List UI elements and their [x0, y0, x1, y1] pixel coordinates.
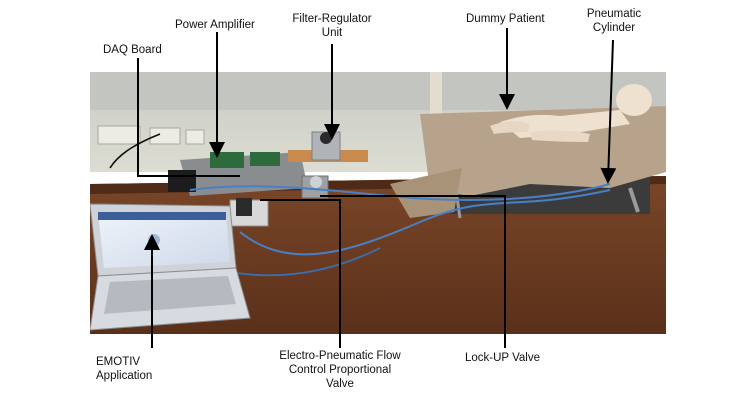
label-power-amplifier-text: Power Amplifier: [175, 19, 255, 31]
laptop-keyboard: [104, 276, 236, 314]
label-dummy-patient: Dummy Patient: [466, 12, 545, 26]
label-emotiv-line2: Application: [96, 370, 153, 382]
label-filter-regulator: Filter-Regulator Unit: [284, 12, 380, 40]
label-dummy-patient-text: Dummy Patient: [466, 13, 545, 25]
app-titlebar: [98, 212, 226, 220]
label-emotiv-line1: EMOTIV: [96, 356, 141, 368]
gauge: [310, 176, 322, 188]
bed-leg-2: [454, 189, 462, 219]
wall-socket: [97, 125, 141, 145]
label-emotiv: EMOTIV Application: [96, 355, 152, 383]
laptop-screen: [98, 212, 230, 268]
photo: [90, 72, 666, 334]
arrow-lock-up-valve: [320, 195, 506, 348]
label-filter-regulator-line1: Filter-Regulator: [292, 13, 372, 25]
arrow-ep-valve: [260, 199, 341, 348]
label-power-amplifier: Power Amplifier: [175, 18, 255, 32]
arrow-daq-board: [137, 58, 240, 177]
wall-switch: [149, 127, 181, 145]
valve-body: [236, 198, 252, 216]
cable-3: [229, 247, 381, 277]
cable-2: [239, 189, 611, 256]
label-lock-up-valve: Lock-UP Valve: [465, 351, 540, 365]
label-daq-board-text: DAQ Board: [103, 44, 162, 56]
label-pneumatic-cylinder: Pneumatic Cylinder: [574, 7, 654, 35]
dummy-leg: [530, 130, 590, 142]
label-ep-valve: Electro-Pneumatic Flow Control Proportio…: [270, 349, 410, 391]
dummy-head: [616, 84, 652, 116]
arrow-pneumatic-cylinder: [600, 39, 617, 184]
bed-leg: [628, 187, 640, 213]
label-ep-valve-line2: Control Proportional: [288, 364, 392, 376]
label-filter-regulator-line2: Unit: [321, 27, 343, 39]
amplifier-module-2: [250, 152, 280, 166]
lab-setup-photo: [90, 72, 666, 334]
power-cord: [109, 133, 161, 169]
label-ep-valve-line3: Valve: [326, 378, 354, 390]
sheet-drape: [390, 168, 462, 218]
label-pneumatic-cylinder-line1: Pneumatic: [586, 8, 642, 20]
label-pneumatic-cylinder-line2: Cylinder: [592, 22, 636, 34]
upper-wall: [90, 72, 666, 110]
label-ep-valve-line1: Electro-Pneumatic Flow: [279, 350, 401, 362]
label-daq-board: DAQ Board: [103, 43, 162, 57]
wall-switch-small: [185, 129, 205, 145]
dummy-arm: [490, 121, 530, 134]
dummy-body: [500, 110, 630, 138]
label-lock-up-valve-text: Lock-UP Valve: [465, 352, 540, 364]
